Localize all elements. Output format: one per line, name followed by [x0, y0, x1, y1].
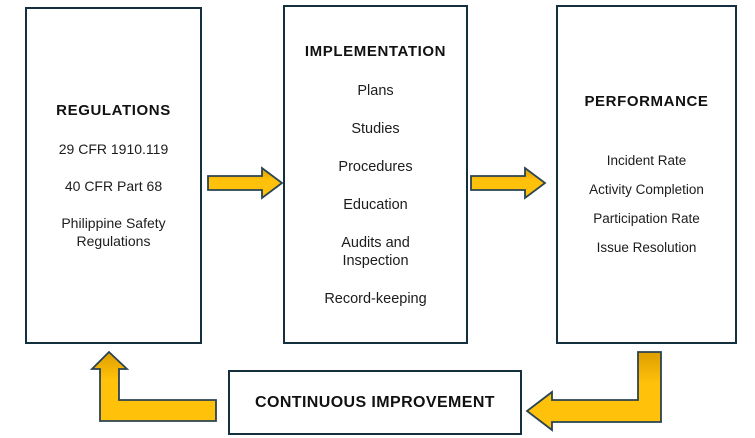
- regulations-item: Philippine Safety Regulations: [61, 215, 166, 249]
- arrow-implementation-to-performance-icon: [470, 166, 547, 200]
- regulations-title: REGULATIONS: [56, 102, 171, 119]
- continuous-improvement-title: CONTINUOUS IMPROVEMENT: [255, 393, 495, 411]
- arrow-continuous-improvement-to-regulations-icon: [89, 350, 217, 422]
- performance-item: Incident Rate: [606, 152, 687, 168]
- implementation-item: Record-keeping: [324, 290, 427, 307]
- performance-item: Activity Completion: [589, 181, 704, 197]
- implementation-item: Studies: [351, 120, 400, 137]
- implementation-box: IMPLEMENTATION Plans Studies Procedures …: [283, 5, 468, 344]
- performance-title: PERFORMANCE: [584, 92, 709, 110]
- arrow-performance-to-continuous-improvement-icon: [525, 351, 662, 432]
- implementation-title: IMPLEMENTATION: [304, 42, 447, 60]
- regulations-item: 29 CFR 1910.119: [58, 141, 169, 157]
- continuous-improvement-box: CONTINUOUS IMPROVEMENT: [228, 370, 522, 435]
- regulations-box: REGULATIONS 29 CFR 1910.119 40 CFR Part …: [25, 7, 202, 344]
- regulations-item: 40 CFR Part 68: [64, 178, 163, 194]
- performance-item: Participation Rate: [593, 210, 700, 226]
- implementation-item: Education: [343, 196, 408, 213]
- implementation-item: Plans: [357, 82, 394, 99]
- implementation-item: Procedures: [338, 158, 413, 175]
- performance-box: PERFORMANCE Incident Rate Activity Compl…: [556, 5, 737, 344]
- implementation-item: Audits and Inspection: [341, 234, 410, 269]
- arrow-regulations-to-implementation-icon: [207, 166, 284, 200]
- performance-item: Issue Resolution: [596, 239, 697, 255]
